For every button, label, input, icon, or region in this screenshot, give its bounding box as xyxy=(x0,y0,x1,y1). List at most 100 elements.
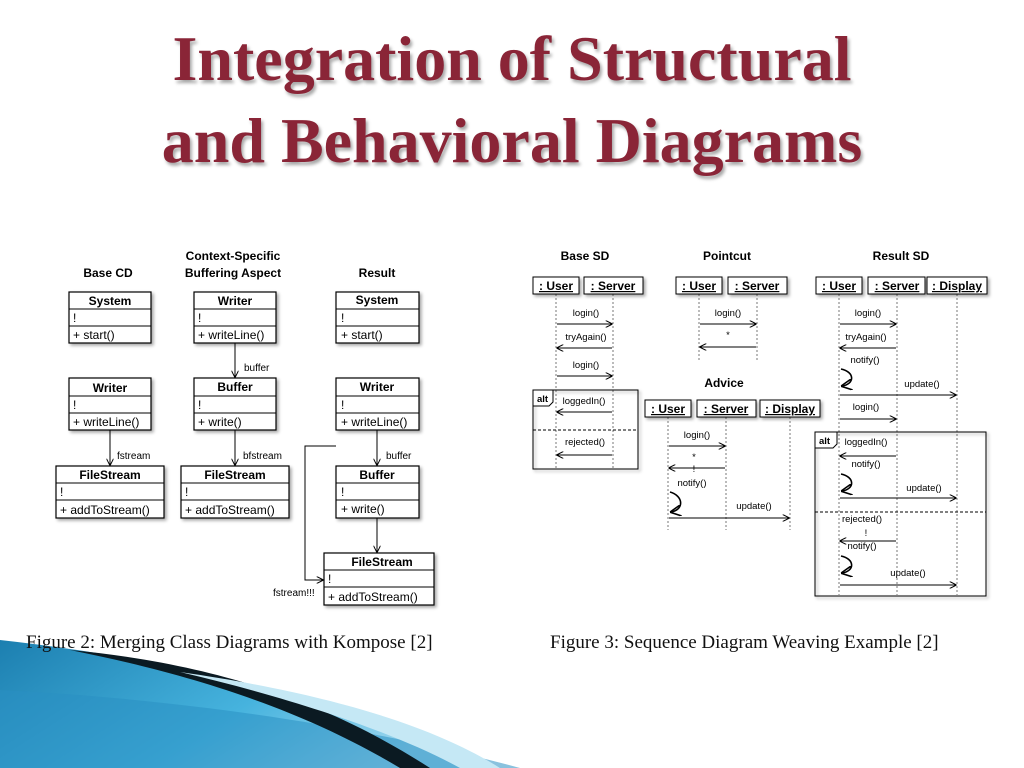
class-name: Writer xyxy=(93,381,128,395)
message-label: login() xyxy=(715,308,741,319)
class-attributes: ! xyxy=(198,398,201,412)
message-label: update() xyxy=(904,379,939,390)
class-attributes: ! xyxy=(198,311,201,325)
class-name: System xyxy=(356,293,399,307)
class-box-aspect-writer: Writer ! + writeLine() xyxy=(193,291,277,344)
class-attributes: ! xyxy=(60,485,63,499)
object-label: : Server xyxy=(591,279,636,293)
base-sd-header: Base SD xyxy=(561,249,610,263)
class-operation: + addToStream() xyxy=(328,590,418,604)
message-label: login() xyxy=(684,430,710,441)
class-operation: + addToStream() xyxy=(185,503,275,517)
class-box-result-filestream: FileStream ! + addToStream() xyxy=(323,552,435,606)
message-label: rejected() xyxy=(842,514,882,525)
result-sd-header: Result SD xyxy=(873,249,930,263)
object-label: : Server xyxy=(875,279,920,293)
class-operation: + addToStream() xyxy=(60,503,150,517)
class-name: FileStream xyxy=(204,468,265,482)
result-header: Result xyxy=(359,266,396,280)
class-operation: + write() xyxy=(341,502,385,516)
class-attributes: ! xyxy=(328,572,331,586)
class-operation: + start() xyxy=(341,328,383,342)
self-message-arrow xyxy=(670,491,681,512)
lifeline-head-base-server: : Server xyxy=(583,276,644,295)
object-label: : Server xyxy=(704,402,749,416)
class-name: FileStream xyxy=(79,468,140,482)
message-label: login() xyxy=(573,308,599,319)
association-label-bfstream: bfstream xyxy=(243,451,282,462)
decorative-swoosh xyxy=(0,640,520,768)
message-label: update() xyxy=(736,501,771,512)
class-name: FileStream xyxy=(351,555,412,569)
alt-label: alt xyxy=(819,436,831,447)
class-name: Buffer xyxy=(217,380,253,394)
message-label: tryAgain() xyxy=(845,332,886,343)
class-attributes: ! xyxy=(341,485,344,499)
class-box-base-filestream: FileStream ! + addToStream() xyxy=(55,465,165,519)
class-attributes: ! xyxy=(341,311,344,325)
class-diagram-figure: Base CD Context-Specific Buffering Aspec… xyxy=(55,249,435,606)
class-attributes: ! xyxy=(73,311,76,325)
lifelines xyxy=(555,294,958,595)
class-attributes: ! xyxy=(185,485,188,499)
alt-label: alt xyxy=(537,394,549,405)
lifeline-head-result-user: : User xyxy=(815,276,863,295)
slide-title: Integration of Structural and Behavioral… xyxy=(0,18,1024,182)
object-label: : Display xyxy=(932,279,982,293)
messages-base-sd: login() tryAgain() login() loggedIn() re… xyxy=(557,308,612,455)
class-name: System xyxy=(89,294,132,308)
message-label: * xyxy=(692,452,696,463)
association-label-fstream: fstream xyxy=(117,451,150,462)
self-message-arrow xyxy=(841,473,852,491)
class-box-aspect-filestream: FileStream ! + addToStream() xyxy=(180,465,290,519)
base-cd-header: Base CD xyxy=(83,266,133,280)
class-operation: + writeLine() xyxy=(73,415,139,429)
class-box-base-system: System ! + start() xyxy=(68,291,152,344)
association-label-buffer: buffer xyxy=(386,451,412,462)
messages-advice: login() * ! notify() update() xyxy=(669,430,789,518)
message-label: login() xyxy=(855,308,881,319)
class-box-result-system: System ! + start() xyxy=(335,291,420,344)
self-message-arrow xyxy=(841,368,852,386)
object-label: : User xyxy=(651,402,685,416)
class-operation: + write() xyxy=(198,415,242,429)
slide-title-line-2: and Behavioral Diagrams xyxy=(161,105,863,176)
lifeline-head-advice-server: : Server xyxy=(696,399,757,418)
message-label: ! xyxy=(693,464,696,475)
lifeline-head-pointcut-server: : Server xyxy=(727,276,788,295)
message-label: * xyxy=(726,330,730,341)
class-box-result-buffer: Buffer ! + write() xyxy=(335,465,420,519)
message-label: login() xyxy=(853,402,879,413)
association-label-fstream: fstream!!! xyxy=(273,588,315,599)
class-operation: + writeLine() xyxy=(341,415,407,429)
message-label: rejected() xyxy=(565,437,605,448)
aspect-header-line-1: Context-Specific xyxy=(186,249,281,263)
class-box-aspect-buffer: Buffer ! + write() xyxy=(193,377,277,431)
lifeline-head-result-server: : Server xyxy=(867,276,926,295)
figure-2-caption: Figure 2: Merging Class Diagrams with Ko… xyxy=(26,632,433,653)
figure-3-caption: Figure 3: Sequence Diagram Weaving Examp… xyxy=(550,632,939,653)
message-label: notify() xyxy=(677,478,706,489)
class-name: Writer xyxy=(360,380,395,394)
pointcut-header: Pointcut xyxy=(703,249,751,263)
message-label: notify() xyxy=(851,459,880,470)
object-label: : User xyxy=(822,279,856,293)
association-arrow xyxy=(304,445,336,580)
object-label: : Server xyxy=(735,279,780,293)
object-label: : Display xyxy=(765,402,815,416)
object-label: : User xyxy=(682,279,716,293)
aspect-header-line-2: Buffering Aspect xyxy=(185,266,281,280)
class-attributes: ! xyxy=(341,398,344,412)
class-box-base-writer: Writer ! + writeLine() xyxy=(68,377,152,431)
class-name: Writer xyxy=(218,294,253,308)
lifeline-head-advice-user: : User xyxy=(644,399,692,418)
lifeline-head-result-display: : Display xyxy=(926,276,988,295)
alt-fragment-base-sd: alt xyxy=(532,389,639,470)
lifeline-head-advice-display: : Display xyxy=(759,399,821,418)
association-label-buffer: buffer xyxy=(244,363,270,374)
class-attributes: ! xyxy=(73,398,76,412)
slide-title-line-1: Integration of Structural xyxy=(172,23,852,94)
class-name: Buffer xyxy=(359,468,395,482)
advice-header: Advice xyxy=(704,376,744,390)
